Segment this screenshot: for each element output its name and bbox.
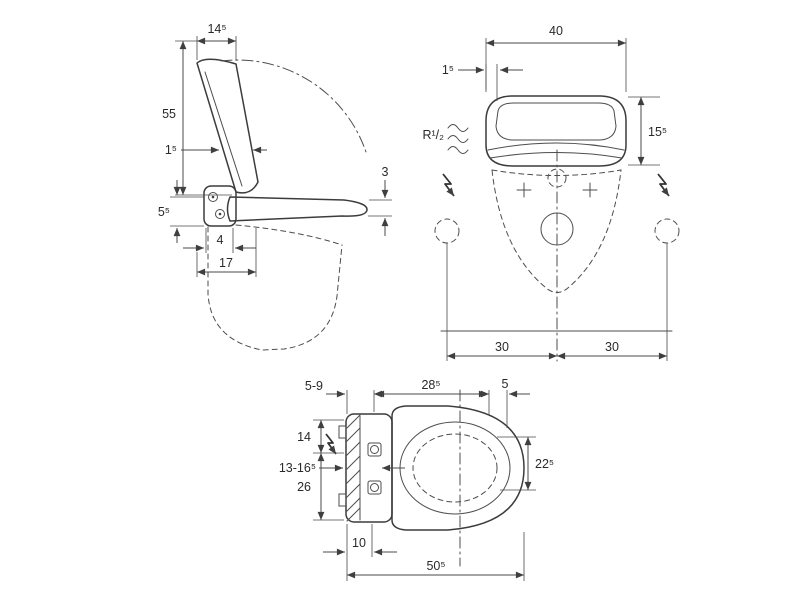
bottom-view: 5-9 28⁵ 5 14 13-16⁵ 26	[279, 377, 554, 581]
power-lightning-icon	[442, 173, 455, 197]
svg-text:1⁵: 1⁵	[165, 143, 177, 157]
bowl-rim-line	[235, 224, 343, 246]
side-fixing-hole	[434, 218, 460, 244]
bowl-opening	[412, 433, 498, 503]
dim-lid-thickness: 1⁵	[165, 143, 267, 157]
dim-wall-distance: 5-9	[305, 379, 396, 414]
svg-text:4: 4	[217, 233, 224, 247]
fixing-block	[367, 480, 382, 495]
hinge-knob	[208, 192, 218, 202]
hinge-knob	[215, 209, 225, 219]
dim-body-height: 15⁵	[628, 96, 667, 166]
bowl-outline	[207, 226, 343, 351]
wall-tab	[338, 493, 347, 507]
dim-unit-width: 10	[323, 524, 397, 581]
svg-text:5⁵: 5⁵	[158, 205, 170, 219]
hinge-center	[211, 195, 215, 199]
seat-profile	[226, 196, 368, 222]
svg-text:10: 10	[352, 536, 366, 550]
svg-text:14⁵: 14⁵	[207, 22, 226, 36]
control-unit	[203, 185, 237, 227]
dim-strip-width: 13-16⁵	[279, 461, 405, 475]
svg-text:13-16⁵: 13-16⁵	[279, 461, 316, 475]
lid-swing-arc	[220, 59, 367, 153]
svg-text:5: 5	[502, 377, 509, 391]
lid-open-outline	[196, 58, 259, 194]
svg-text:50⁵: 50⁵	[426, 559, 445, 573]
power-lightning-icon	[657, 173, 670, 197]
dim-open-height: 55	[162, 40, 232, 196]
svg-text:26: 26	[297, 480, 311, 494]
seat-band-line	[487, 142, 625, 151]
svg-text:55: 55	[162, 107, 176, 121]
mount-cross	[516, 182, 532, 198]
svg-text:3: 3	[382, 165, 389, 179]
dim-seat-thickness: 3	[368, 165, 392, 236]
fixing-screw	[370, 445, 379, 454]
svg-text:40: 40	[549, 24, 563, 38]
seat-front-outline	[485, 95, 627, 167]
svg-text:14: 14	[297, 430, 311, 444]
fixing-block	[367, 442, 382, 457]
seat-ring	[399, 421, 511, 515]
fixing-screw	[370, 483, 379, 492]
svg-text:30: 30	[605, 340, 619, 354]
dim-span-left: 30	[447, 340, 557, 360]
svg-text:1⁵: 1⁵	[442, 63, 454, 77]
front-view: R¹/₂ 40 1⁵ 15⁵ 30	[422, 24, 680, 362]
lid-inner-line	[204, 71, 243, 187]
dim-lid-top-width: 14⁵	[196, 22, 237, 61]
dim-span-right: 30	[557, 340, 667, 360]
dim-width: 40	[485, 24, 627, 92]
ceramic-outline	[491, 169, 622, 293]
svg-text:22⁵: 22⁵	[535, 457, 554, 471]
dim-unit-height: 5⁵	[158, 180, 204, 243]
power-lightning-icon	[325, 433, 337, 455]
dim-total-length: 50⁵	[347, 532, 525, 581]
water-connection-icon	[447, 124, 469, 154]
svg-text:15⁵: 15⁵	[648, 125, 667, 139]
wall-tab	[338, 425, 347, 439]
dim-upper-height: 14	[297, 419, 344, 454]
seat-band-line	[489, 152, 623, 159]
dim-hinge-offset: 4	[183, 228, 256, 253]
side-fixing-hole	[654, 218, 680, 244]
lid-top-outline	[495, 102, 617, 141]
svg-text:5-9: 5-9	[305, 379, 323, 393]
water-connection-label: R¹/₂	[422, 128, 444, 142]
dim-edge-gap: 1⁵	[442, 63, 523, 101]
hatch-area	[345, 414, 361, 522]
mount-cross	[582, 182, 598, 198]
dim-opening-width: 22⁵	[497, 436, 554, 491]
dim-front-gap: 5	[470, 377, 530, 428]
dim-hinge-depth: 17	[196, 228, 257, 277]
side-view: 14⁵ 55 1⁵ 5⁵ 3	[158, 22, 392, 351]
dim-inner-length: 28⁵	[374, 378, 490, 415]
seat-bottom-outline	[391, 405, 525, 531]
svg-text:30: 30	[495, 340, 509, 354]
svg-text:28⁵: 28⁵	[421, 378, 440, 392]
dim-lower-height: 26	[297, 453, 344, 521]
hinge-center	[218, 212, 222, 216]
svg-text:17: 17	[219, 256, 233, 270]
